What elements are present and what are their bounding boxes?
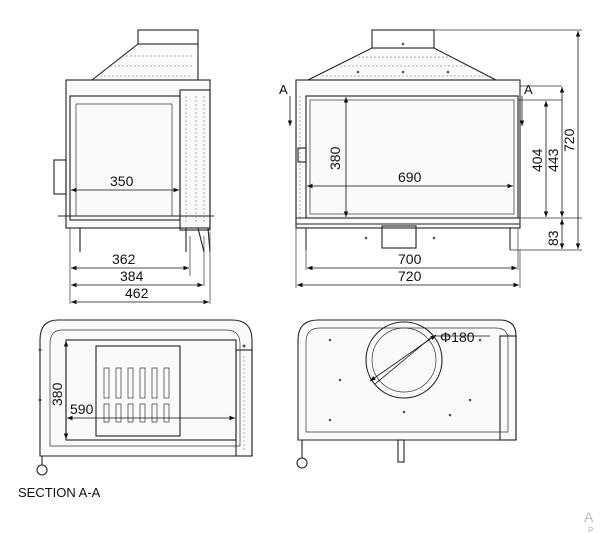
dim-section-590: 590 — [70, 401, 94, 417]
top-view-flue-outer — [365, 321, 443, 399]
front-view: A A 690 700 720 380 404 443 720 83 — [279, 29, 582, 288]
side-view: 350 362 384 462 — [53, 29, 214, 305]
dim-front-404: 404 — [529, 148, 545, 172]
front-view-glass — [309, 99, 515, 215]
front-view-body — [295, 79, 521, 229]
dim-section-380: 380 — [49, 382, 65, 406]
top-view-air-inlet — [397, 439, 405, 463]
top-view: Φ180 — [296, 319, 517, 469]
section-view-knob — [36, 464, 48, 476]
side-view-hood — [90, 43, 199, 81]
side-view-handle — [53, 159, 67, 195]
watermark-sub: P — [588, 526, 593, 533]
section-marker-right: A — [524, 82, 533, 97]
dim-side-350: 350 — [110, 173, 134, 189]
side-view-door-section — [179, 89, 211, 231]
dim-side-384: 384 — [120, 268, 144, 284]
dim-front-690: 690 — [398, 169, 422, 185]
dim-front-700: 700 — [398, 251, 422, 267]
side-view-flue-collar — [137, 29, 199, 45]
dim-front-380: 380 — [327, 146, 343, 170]
dim-front-83: 83 — [545, 230, 561, 246]
dim-flue-diameter: Φ180 — [440, 329, 475, 345]
section-title: SECTION A-A — [18, 485, 101, 500]
front-view-hood — [307, 47, 497, 81]
section-marker-left: A — [279, 82, 288, 97]
dim-side-362: 362 — [112, 251, 136, 267]
dim-side-462: 462 — [125, 285, 149, 301]
front-view-air-inlet — [381, 225, 417, 249]
dim-front-443: 443 — [545, 148, 561, 172]
top-view-outline — [297, 319, 517, 441]
watermark-letter: A — [584, 509, 594, 525]
front-view-flue-collar — [371, 29, 435, 49]
front-view-control — [297, 147, 307, 163]
section-view-grate — [95, 345, 181, 437]
section-view-door — [235, 349, 253, 457]
section-view: 380 590 SECTION A-A — [18, 319, 253, 500]
dim-front-720-height: 720 — [561, 128, 577, 152]
dim-front-720: 720 — [398, 268, 422, 284]
side-view-body — [65, 79, 211, 229]
top-view-knob — [296, 457, 308, 469]
